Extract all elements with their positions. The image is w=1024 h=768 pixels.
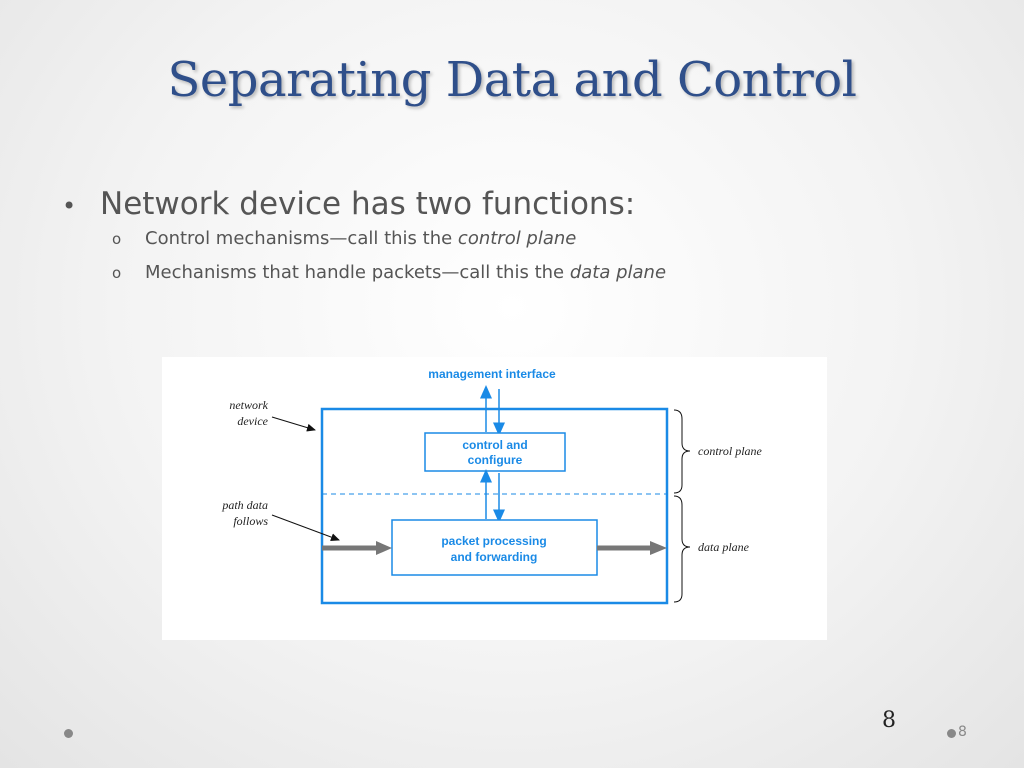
packet-box-line1: packet processing bbox=[441, 534, 546, 548]
sub-bullet-text: Mechanisms that handle packets—call this… bbox=[145, 262, 570, 283]
path-data-pointer-icon bbox=[271, 514, 340, 541]
path-data-label-line1: path data bbox=[221, 498, 268, 512]
data-plane-label: data plane bbox=[698, 540, 750, 554]
management-interface-label: management interface bbox=[428, 367, 556, 381]
bullet-item-main: • Network device has two functions: bbox=[62, 186, 666, 222]
sub-bullet-control: o Control mechanisms—call this the contr… bbox=[62, 228, 666, 256]
page-number-small: 8 bbox=[958, 724, 967, 740]
network-device-box bbox=[320, 407, 669, 605]
sub-bullet-glyph: o bbox=[112, 230, 122, 248]
network-device-label-line1: network bbox=[229, 398, 268, 412]
bullet-list: • Network device has two functions: o Co… bbox=[62, 186, 666, 290]
path-data-label-line2: follows bbox=[233, 514, 268, 528]
control-configure-box bbox=[424, 432, 566, 472]
control-plane-label: control plane bbox=[698, 444, 763, 458]
sub-bullet-emphasis: control plane bbox=[457, 228, 577, 249]
network-device-label-line2: device bbox=[237, 414, 268, 428]
sub-bullet-glyph: o bbox=[112, 264, 122, 282]
data-plane-brace-icon bbox=[673, 495, 691, 603]
footer-dot-right-icon bbox=[947, 729, 956, 738]
data-path-in-arrow-icon bbox=[376, 541, 392, 555]
bullet-glyph: • bbox=[62, 192, 77, 220]
control-box-line2: configure bbox=[468, 453, 523, 467]
sub-bullet-emphasis: data plane bbox=[569, 262, 667, 283]
packet-box-line2: and forwarding bbox=[451, 550, 538, 564]
page-number-large: 8 bbox=[882, 708, 896, 733]
diagram-svg: management interface control and configu… bbox=[221, 367, 763, 605]
sub-bullet-data: o Mechanisms that handle packets—call th… bbox=[62, 262, 666, 290]
data-path-out-arrow-icon bbox=[650, 541, 667, 555]
network-device-diagram: management interface control and configu… bbox=[162, 357, 827, 640]
sub-bullet-text: Control mechanisms—call this the bbox=[145, 228, 458, 249]
network-device-pointer-icon bbox=[271, 416, 316, 432]
control-box-line1: control and bbox=[462, 438, 527, 452]
footer-dot-left-icon bbox=[64, 729, 73, 738]
bullet-text: Network device has two functions: bbox=[100, 186, 636, 222]
slide-title: Separating Data and Control bbox=[167, 52, 857, 108]
control-plane-brace-icon bbox=[673, 409, 691, 494]
